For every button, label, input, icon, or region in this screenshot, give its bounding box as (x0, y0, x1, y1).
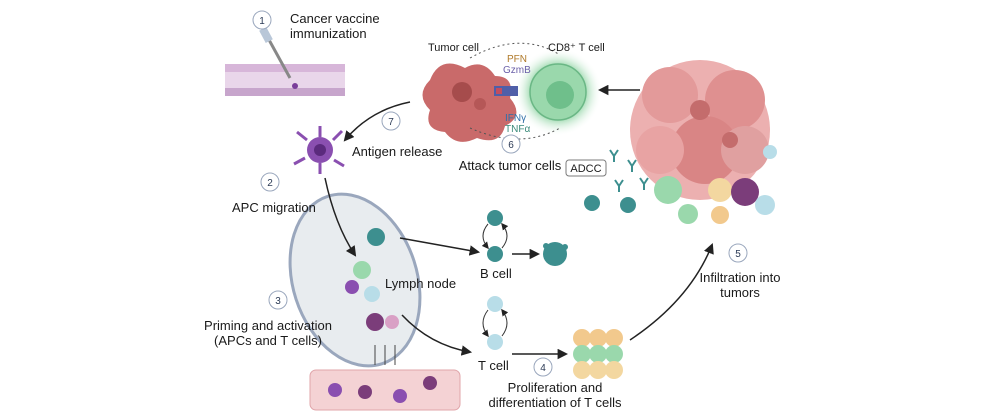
tumor-cell-label: Tumor cell (428, 42, 479, 54)
pfn-label: PFN (507, 54, 527, 65)
ifng-label: IFNγ (505, 113, 526, 124)
syringe-icon (259, 26, 292, 79)
lymph-node-label: Lymph node (385, 276, 456, 291)
svg-text:ADCC: ADCC (570, 163, 601, 175)
gzmb-label: GzmB (503, 65, 531, 76)
lymph-node-icon (288, 192, 422, 368)
svg-text:4: 4 (540, 363, 546, 374)
t-cell-icons (481, 296, 509, 350)
antibody-cluster-icon (584, 149, 649, 213)
step-3-badge: 3 (268, 290, 288, 310)
blood-vessel-illustration (309, 345, 461, 411)
cd8-t-cell-label: CD8⁺ T cell (548, 42, 605, 54)
arrow-node-to-tcell (401, 314, 473, 356)
step-7-label: Antigen release (352, 144, 442, 159)
ifng-tnfa-arc (469, 127, 561, 140)
step-6-badge: 6 (501, 134, 521, 154)
pfn-gzmb-arc (469, 42, 561, 59)
arrow-apc-migration (324, 177, 357, 257)
step-6-label: Attack tumor cells (459, 158, 562, 173)
step-7-badge: 7 (381, 111, 401, 131)
step-1-badge: 1 (252, 10, 272, 30)
t-cell-label: T cell (478, 358, 509, 373)
svg-text:6: 6 (508, 140, 514, 151)
step-4-badge: 4 (533, 357, 553, 377)
b-cell-label: B cell (480, 266, 512, 281)
arrow-node-to-bcell (399, 237, 481, 256)
step-5-badge: 5 (728, 243, 748, 263)
plasma-cell-icon (543, 242, 568, 266)
svg-text:3: 3 (275, 296, 281, 307)
step-2-badge: 2 (260, 172, 280, 192)
svg-text:5: 5 (735, 249, 741, 260)
b-cell-icons (481, 210, 509, 262)
arrow-infiltration (629, 243, 714, 341)
step-2-label: APC migration (232, 200, 316, 215)
svg-text:2: 2 (267, 178, 273, 189)
step-3-label: Priming and activation(APCs and T cells) (204, 318, 332, 348)
tumor-cell-icon (422, 63, 517, 142)
arrow-antigen-release (343, 101, 411, 142)
cd8-t-cell-icon (514, 48, 602, 136)
svg-text:1: 1 (259, 16, 265, 27)
adcc-badge: ADCC (565, 159, 607, 177)
synapse-connector (494, 86, 518, 96)
apc-dendritic-cell-icon (293, 126, 345, 174)
tnfa-label: TNFα (505, 124, 530, 135)
tumor-mass-icon (630, 60, 770, 200)
proliferated-t-cells-icon (573, 329, 623, 379)
infiltrating-immune-cells (654, 145, 777, 224)
svg-text:7: 7 (388, 117, 394, 128)
